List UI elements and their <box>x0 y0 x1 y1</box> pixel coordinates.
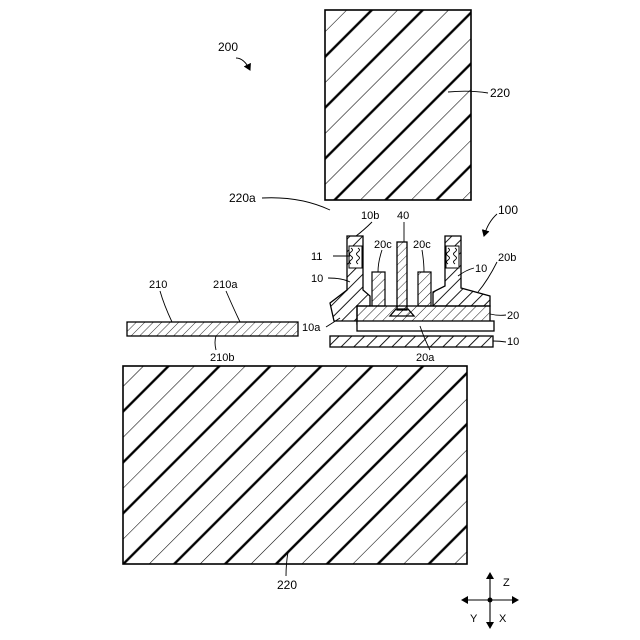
axis-x-label: X <box>499 613 507 625</box>
elastic-11-left <box>349 246 362 268</box>
base-plate-20-layer <box>357 321 494 331</box>
leader-10-bottom <box>493 341 506 342</box>
axis-y-label: Y <box>470 613 478 625</box>
axis-z-label: Z <box>503 577 510 589</box>
label-11: 11 <box>311 251 322 263</box>
label-200: 200 <box>218 40 238 54</box>
label-220a: 220a <box>229 191 256 205</box>
leader-210 <box>160 291 172 322</box>
upper-block-220 <box>325 10 471 200</box>
label-20c-right: 20c <box>413 239 431 251</box>
label-20: 20 <box>507 310 519 322</box>
label-220-lower: 220 <box>277 578 297 592</box>
label-220-upper: 220 <box>490 86 510 100</box>
leader-210b <box>215 336 216 350</box>
leader-10b <box>356 222 372 236</box>
rib-20c-right <box>418 272 431 306</box>
label-210a: 210a <box>213 279 238 291</box>
label-10-bottom: 10 <box>507 336 519 348</box>
leader-20c-left <box>378 250 382 272</box>
plate-210 <box>127 322 298 336</box>
leader-220a <box>262 198 330 210</box>
leader-20c-right <box>422 250 424 272</box>
leader-20 <box>490 314 506 315</box>
label-210: 210 <box>149 279 167 291</box>
label-20c-left: 20c <box>374 239 392 251</box>
rib-20c-left <box>372 272 385 306</box>
label-210b: 210b <box>210 352 234 364</box>
leader-100 <box>484 214 497 236</box>
leader-210a <box>226 291 240 322</box>
label-100: 100 <box>498 203 518 217</box>
elastic-11-right <box>446 246 459 268</box>
label-10b: 10b <box>361 210 379 222</box>
label-10-right: 10 <box>475 263 487 275</box>
axis-origin <box>488 598 493 603</box>
lower-block-220 <box>123 366 467 564</box>
pin-40 <box>397 242 407 310</box>
label-10a: 10a <box>302 322 321 334</box>
label-40: 40 <box>397 210 409 222</box>
leader-200 <box>236 58 250 70</box>
bottom-sheet-10 <box>330 336 493 347</box>
label-10-left: 10 <box>311 273 323 285</box>
label-20b: 20b <box>498 252 516 264</box>
label-20a: 20a <box>416 352 435 364</box>
